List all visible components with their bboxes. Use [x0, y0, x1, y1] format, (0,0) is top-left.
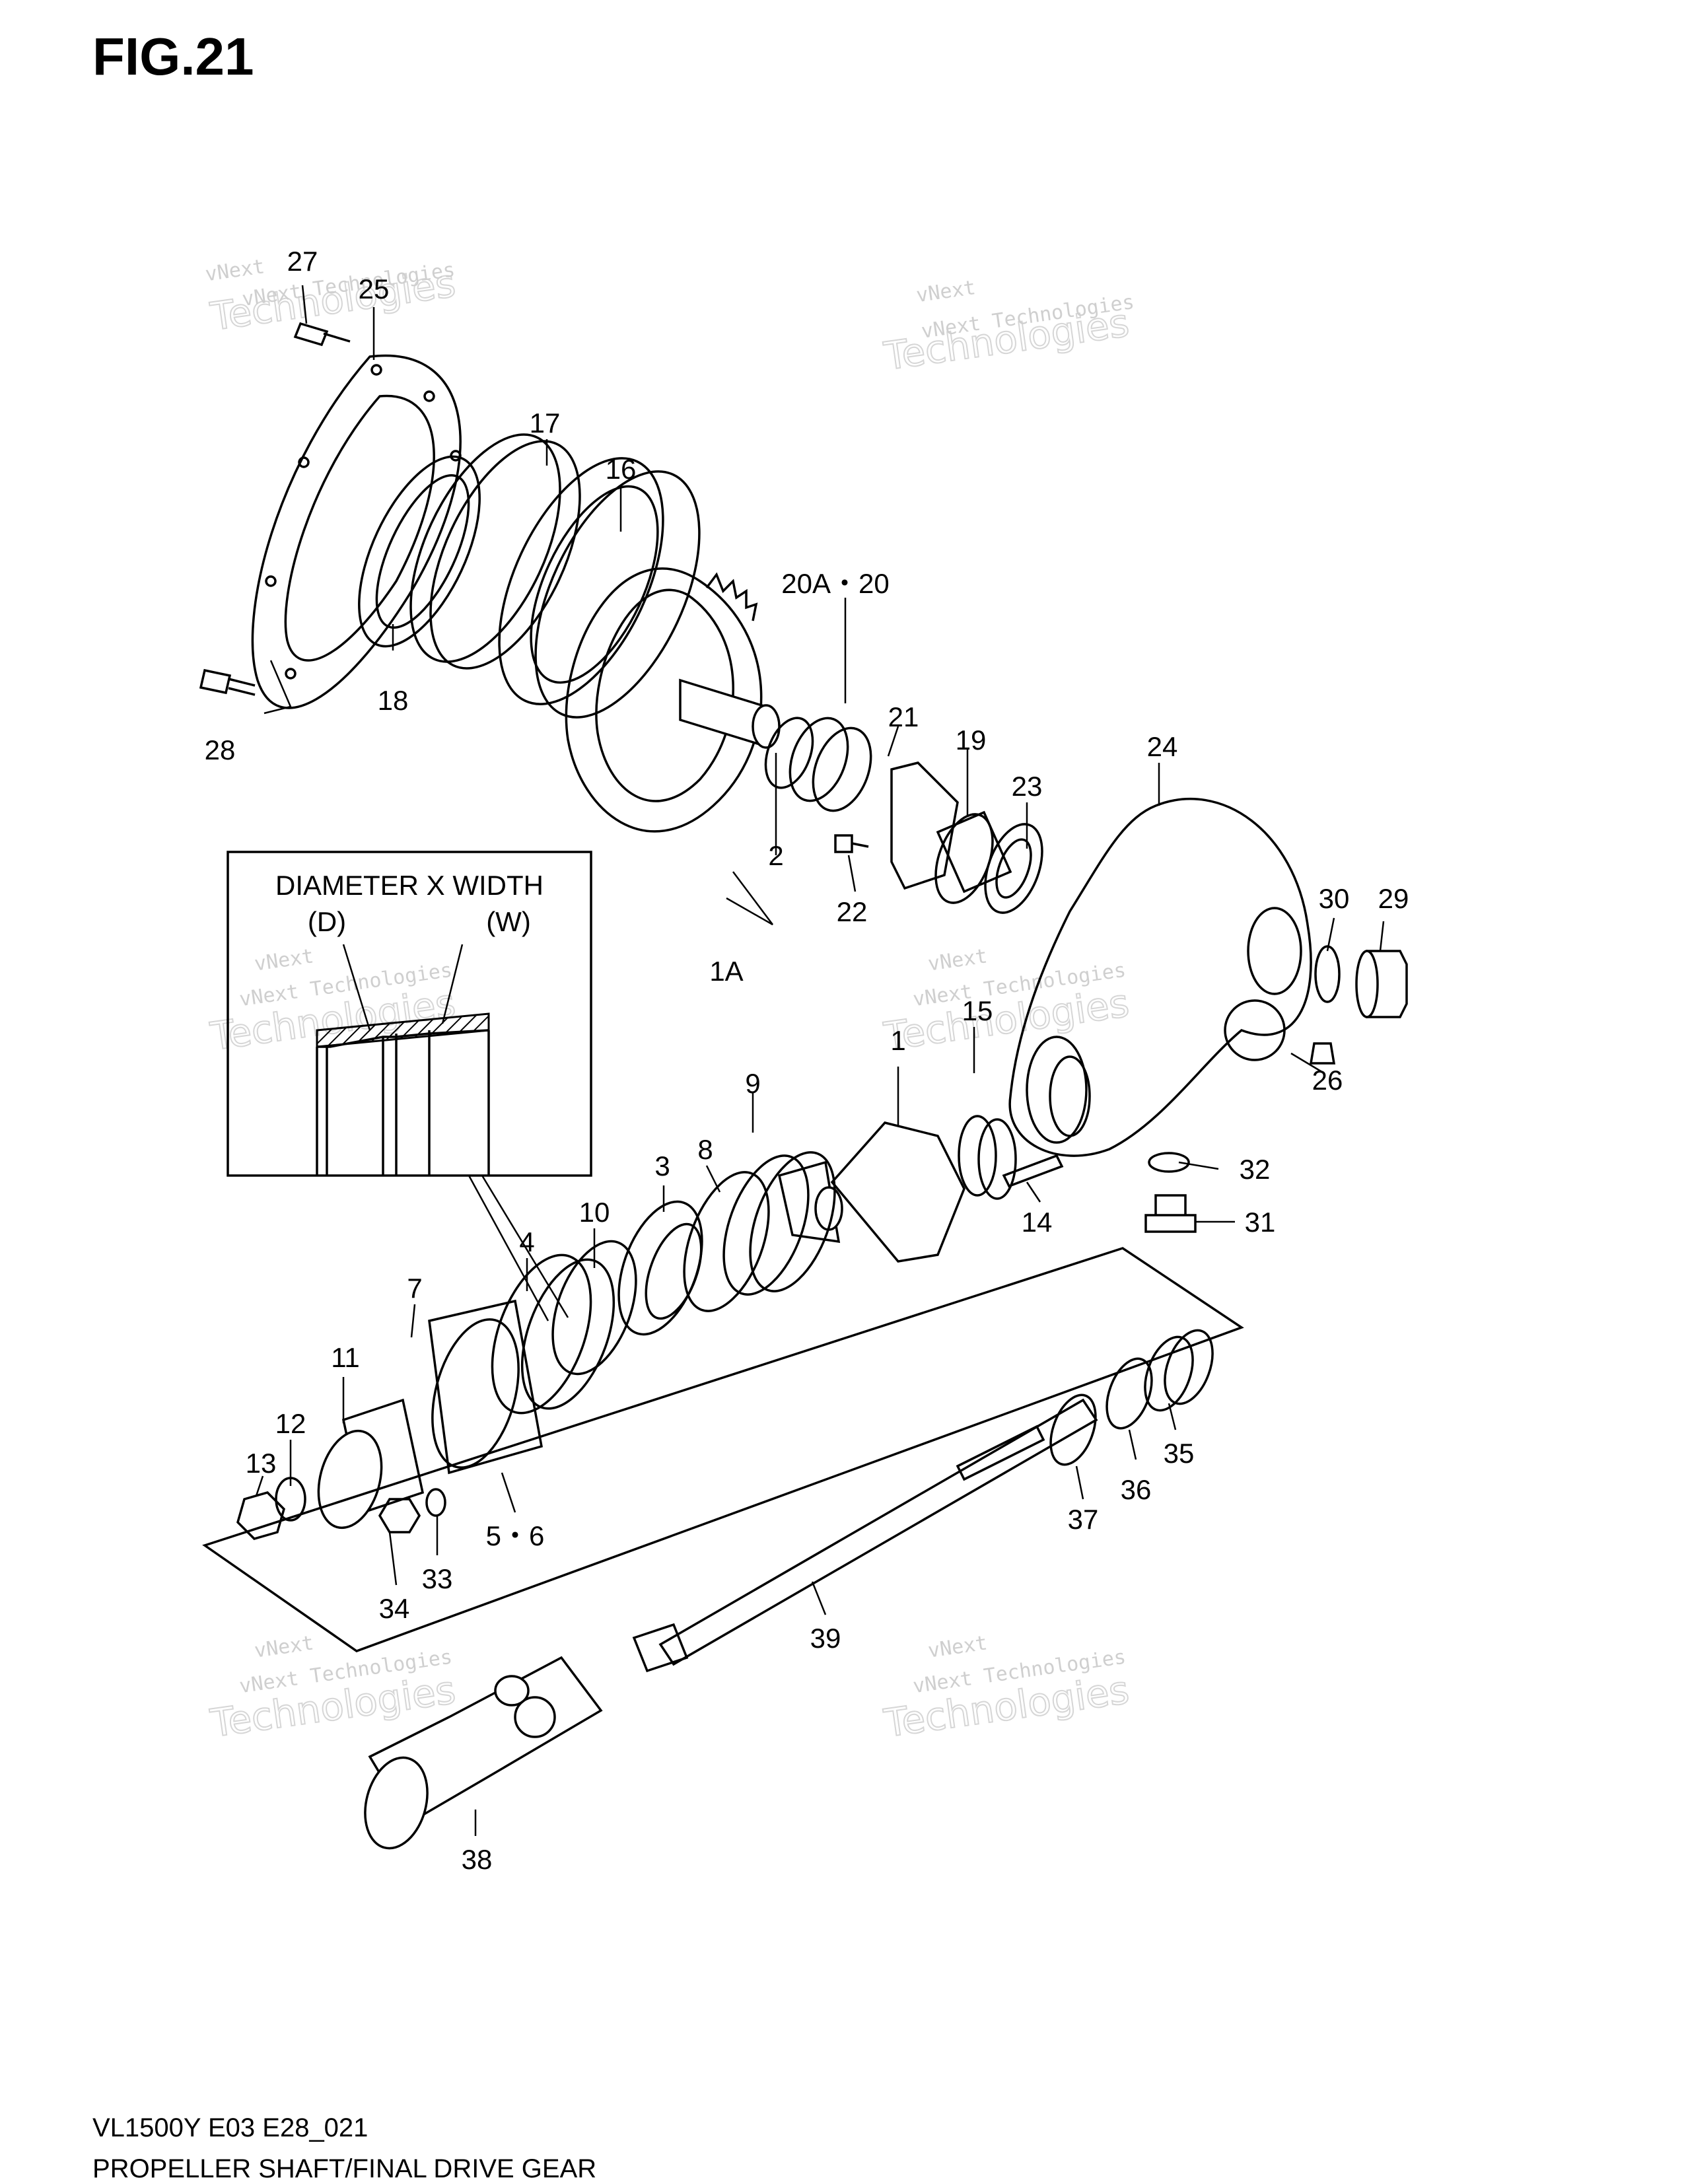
shim-9	[749, 1151, 836, 1292]
bearing-15	[958, 1115, 997, 1197]
callout-25: 25	[359, 273, 390, 304]
bearing-16	[498, 457, 664, 705]
diagram-code: VL1500Y E03 E28_021	[92, 2113, 368, 2142]
propeller-shaft-assembly	[202, 1247, 1244, 1850]
callout-18: 18	[378, 685, 409, 716]
callout-32: 32	[1240, 1154, 1271, 1185]
inset-frame	[227, 851, 592, 1177]
final-drive-housing	[1008, 798, 1408, 1233]
callout-labels: 27 25 17 16 18 28 20A・20 21 19 23 24 2 2…	[205, 246, 1409, 1875]
callout-29: 29	[1378, 883, 1409, 914]
ring-gear-assembly	[199, 322, 1043, 914]
plug-26	[1309, 1042, 1336, 1065]
retainer-4	[491, 1253, 592, 1415]
callout-10: 10	[579, 1197, 610, 1228]
washer-32	[1148, 1152, 1190, 1173]
cover-7	[428, 1299, 544, 1475]
callout-5-6: 5・6	[486, 1520, 545, 1551]
washer-33	[425, 1488, 446, 1517]
bearing-3	[617, 1200, 703, 1336]
svg-text:vNext: vNext	[915, 276, 977, 307]
bearing-19	[936, 810, 1012, 894]
callout-38: 38	[462, 1844, 493, 1875]
stud-14	[1002, 1154, 1064, 1188]
shaft-39	[658, 1398, 1098, 1666]
ring-gear-1a	[565, 567, 763, 833]
cover-25	[251, 354, 462, 709]
shim-8	[683, 1171, 770, 1312]
ring-37	[1049, 1393, 1097, 1466]
seal-18	[358, 455, 481, 648]
callout-16: 16	[606, 454, 637, 485]
callout-39: 39	[810, 1623, 841, 1654]
pinion-1	[830, 1121, 965, 1263]
callout-17: 17	[530, 407, 561, 439]
svg-text:vNext: vNext	[204, 255, 266, 286]
svg-text:vNext: vNext	[253, 944, 315, 975]
watermark-mid-center: vNext Technologies vNext Technologies	[880, 944, 1132, 1059]
callout-28: 28	[205, 734, 236, 765]
callout-21: 21	[888, 701, 919, 732]
callout-13: 13	[246, 1448, 277, 1479]
callout-11: 11	[331, 1342, 360, 1373]
callout-20: 20A・20	[781, 568, 889, 599]
callout-2: 2	[768, 840, 783, 871]
inset-label-d: (D)	[308, 906, 346, 937]
nut-34	[378, 1498, 421, 1533]
callout-23: 23	[1012, 771, 1043, 802]
callout-7: 7	[407, 1273, 422, 1304]
shim-20	[789, 717, 849, 802]
dimension-inset: DIAMETER X WIDTH (D) (W)	[227, 851, 592, 1321]
callout-3: 3	[654, 1150, 670, 1181]
callout-30: 30	[1319, 883, 1350, 914]
callout-14: 14	[1022, 1207, 1053, 1238]
gasket-30	[1314, 945, 1341, 1003]
callout-31: 31	[1245, 1207, 1276, 1238]
callout-36: 36	[1121, 1474, 1152, 1505]
bolt-27	[293, 322, 351, 347]
callout-4: 4	[519, 1226, 534, 1257]
inset-heading: DIAMETER X WIDTH	[275, 870, 544, 901]
nut-13	[236, 1491, 285, 1540]
callout-24: 24	[1147, 731, 1178, 762]
callout-35: 35	[1164, 1438, 1195, 1469]
retainer-21	[890, 761, 959, 890]
bolt-28	[199, 668, 256, 696]
diagram-caption: PROPELLER SHAFT/FINAL DRIVE GEAR	[92, 2154, 597, 2183]
housing-bore	[1026, 1036, 1088, 1144]
callout-22: 22	[837, 896, 868, 927]
callout-9: 9	[745, 1068, 760, 1099]
callout-34: 34	[379, 1593, 410, 1624]
callout-1a: 1A	[709, 956, 743, 987]
watermark-top-center: vNext Technologies vNext Technologies	[880, 276, 1135, 380]
circlip-36	[1105, 1357, 1153, 1430]
plug-31	[1144, 1194, 1197, 1233]
callout-33: 33	[422, 1563, 453, 1594]
callout-1: 1	[890, 1025, 905, 1056]
callout-19: 19	[956, 724, 987, 756]
callout-15: 15	[962, 995, 993, 1026]
callout-12: 12	[275, 1408, 306, 1439]
svg-text:vNext: vNext	[927, 1631, 989, 1662]
bolt-22	[834, 834, 869, 853]
callout-26: 26	[1312, 1065, 1343, 1096]
callout-37: 37	[1068, 1504, 1099, 1535]
boundary-box	[202, 1247, 1244, 1652]
inset-label-w: (W)	[486, 906, 531, 937]
housing-24	[1008, 798, 1312, 1157]
figure-title: FIG.21	[92, 27, 254, 86]
pinion-assembly	[236, 1115, 1064, 1540]
svg-text:vNext: vNext	[253, 1631, 315, 1662]
leader-lines	[255, 285, 1385, 1836]
seal-23	[984, 823, 1043, 914]
svg-text:vNext: vNext	[927, 944, 989, 975]
shim-17	[409, 433, 561, 663]
callout-27: 27	[287, 246, 318, 277]
watermark-bottom-center: vNext Technologies vNext Technologies	[880, 1631, 1132, 1746]
callout-8: 8	[697, 1134, 713, 1165]
watermark-top-left: vNext Technologies vNext Technologies	[204, 255, 459, 340]
